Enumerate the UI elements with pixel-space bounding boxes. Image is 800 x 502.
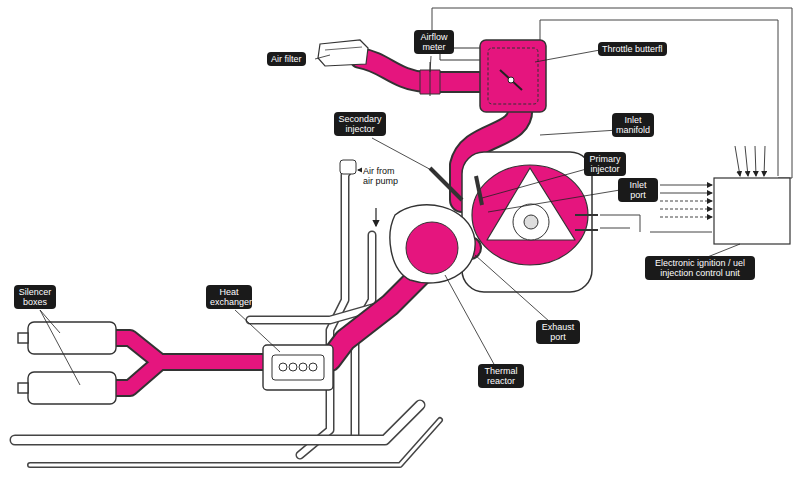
exhaust-pipe — [115, 338, 265, 388]
heat-exchanger — [263, 345, 333, 390]
leader-line — [40, 50, 740, 385]
callout-label: Thermal reactor — [478, 364, 524, 388]
control-wire — [660, 201, 712, 202]
air-pump-elbow — [340, 160, 356, 174]
control-wire — [660, 185, 712, 186]
engine-housing — [472, 165, 588, 265]
callout-text: Secondary injector — [338, 114, 382, 134]
thermal-reactor — [406, 222, 458, 274]
air-pump-tube — [30, 420, 440, 465]
leader-line — [40, 310, 80, 385]
silencer-box — [18, 322, 116, 404]
throttle-body — [480, 40, 546, 112]
callout-label: Exhaust port — [536, 320, 580, 344]
callout-label: Inlet port — [618, 178, 658, 202]
callout-text: Throttle butterfl — [602, 44, 663, 54]
callout-label: Electronic ignition / uel injection cont… — [645, 256, 755, 280]
callout-text: Silencer boxes — [18, 287, 52, 307]
callout-text: Primary injector — [588, 154, 622, 174]
thermal-reactor — [390, 205, 475, 283]
silencer-box — [28, 322, 116, 354]
control-wire — [650, 232, 712, 233]
engine-housing — [524, 215, 538, 229]
air-pump-arrow — [375, 208, 376, 226]
engine-housing — [462, 152, 592, 292]
heat-exchanger — [272, 355, 324, 380]
callout-text: Thermal reactor — [482, 366, 520, 386]
heat-exchanger — [263, 345, 333, 390]
control-wire — [600, 215, 640, 232]
control-wire — [755, 146, 756, 176]
control-unit-box — [714, 178, 790, 244]
callout-text: Heat exchanger — [210, 287, 248, 307]
engine-housing — [487, 168, 575, 240]
injector — [430, 168, 482, 205]
silencer-box — [18, 383, 28, 393]
air-filter — [318, 40, 368, 66]
callout-label: Air filter — [267, 52, 306, 66]
control-wire — [735, 146, 740, 176]
silencer-box — [28, 372, 116, 404]
control-wire — [764, 146, 765, 176]
air-pump-tube — [15, 405, 420, 440]
leader-line — [475, 255, 550, 322]
callout-label: Airflow meter — [414, 30, 454, 54]
callout-text: Inlet port — [622, 180, 654, 200]
callout-label: Inlet manifold — [612, 113, 654, 137]
callout-text: Airflow meter — [418, 32, 450, 52]
exhaust-pipe — [115, 338, 265, 388]
callout-label: Silencer boxes — [14, 285, 56, 309]
throttle-body — [500, 70, 522, 90]
control-wire — [660, 193, 712, 194]
control-wire — [745, 146, 748, 176]
callout-text: Electronic ignition / uel injection cont… — [649, 258, 751, 278]
callout-label: Throttle butterfl — [598, 42, 667, 56]
part-label: Air from air pump — [362, 166, 406, 186]
engine-housing — [462, 152, 598, 292]
air-pump-tube — [300, 168, 350, 455]
heat-exchanger — [299, 363, 307, 371]
air-pump-tube — [15, 405, 420, 440]
air-pump-tube — [30, 420, 440, 465]
heat-exchanger — [289, 363, 297, 371]
air-filter — [318, 40, 368, 66]
leader-line — [535, 50, 600, 62]
leader-line — [430, 56, 431, 72]
callout-text: Exhaust port — [540, 322, 576, 342]
injector — [476, 176, 482, 205]
callout-label: Heat exchanger — [206, 285, 252, 309]
injector — [430, 168, 462, 200]
silencer-box — [18, 333, 28, 343]
leader-line — [540, 130, 618, 135]
callout-label: Secondary injector — [334, 112, 386, 136]
leader-line — [235, 310, 280, 352]
thermal-reactor — [390, 205, 475, 283]
control-wire — [660, 217, 712, 218]
callout-text: Air filter — [271, 54, 302, 64]
engine-housing — [575, 215, 598, 230]
callout-label: Primary injector — [584, 152, 626, 176]
heat-exchanger — [279, 363, 287, 371]
leader-line — [315, 55, 330, 59]
heat-exchanger — [309, 363, 317, 371]
throttle-body — [508, 77, 514, 83]
leader-line — [445, 275, 495, 366]
callout-text: Inlet manifold — [616, 115, 650, 135]
throttle-body — [480, 40, 546, 112]
control-wire — [660, 209, 712, 210]
engine-housing — [513, 204, 549, 240]
throttle-body — [488, 48, 538, 104]
control-wire — [600, 228, 630, 229]
leader-line — [488, 190, 620, 212]
air-filter — [325, 47, 362, 50]
air-pump-tube — [300, 168, 350, 455]
leader-line — [482, 168, 590, 198]
